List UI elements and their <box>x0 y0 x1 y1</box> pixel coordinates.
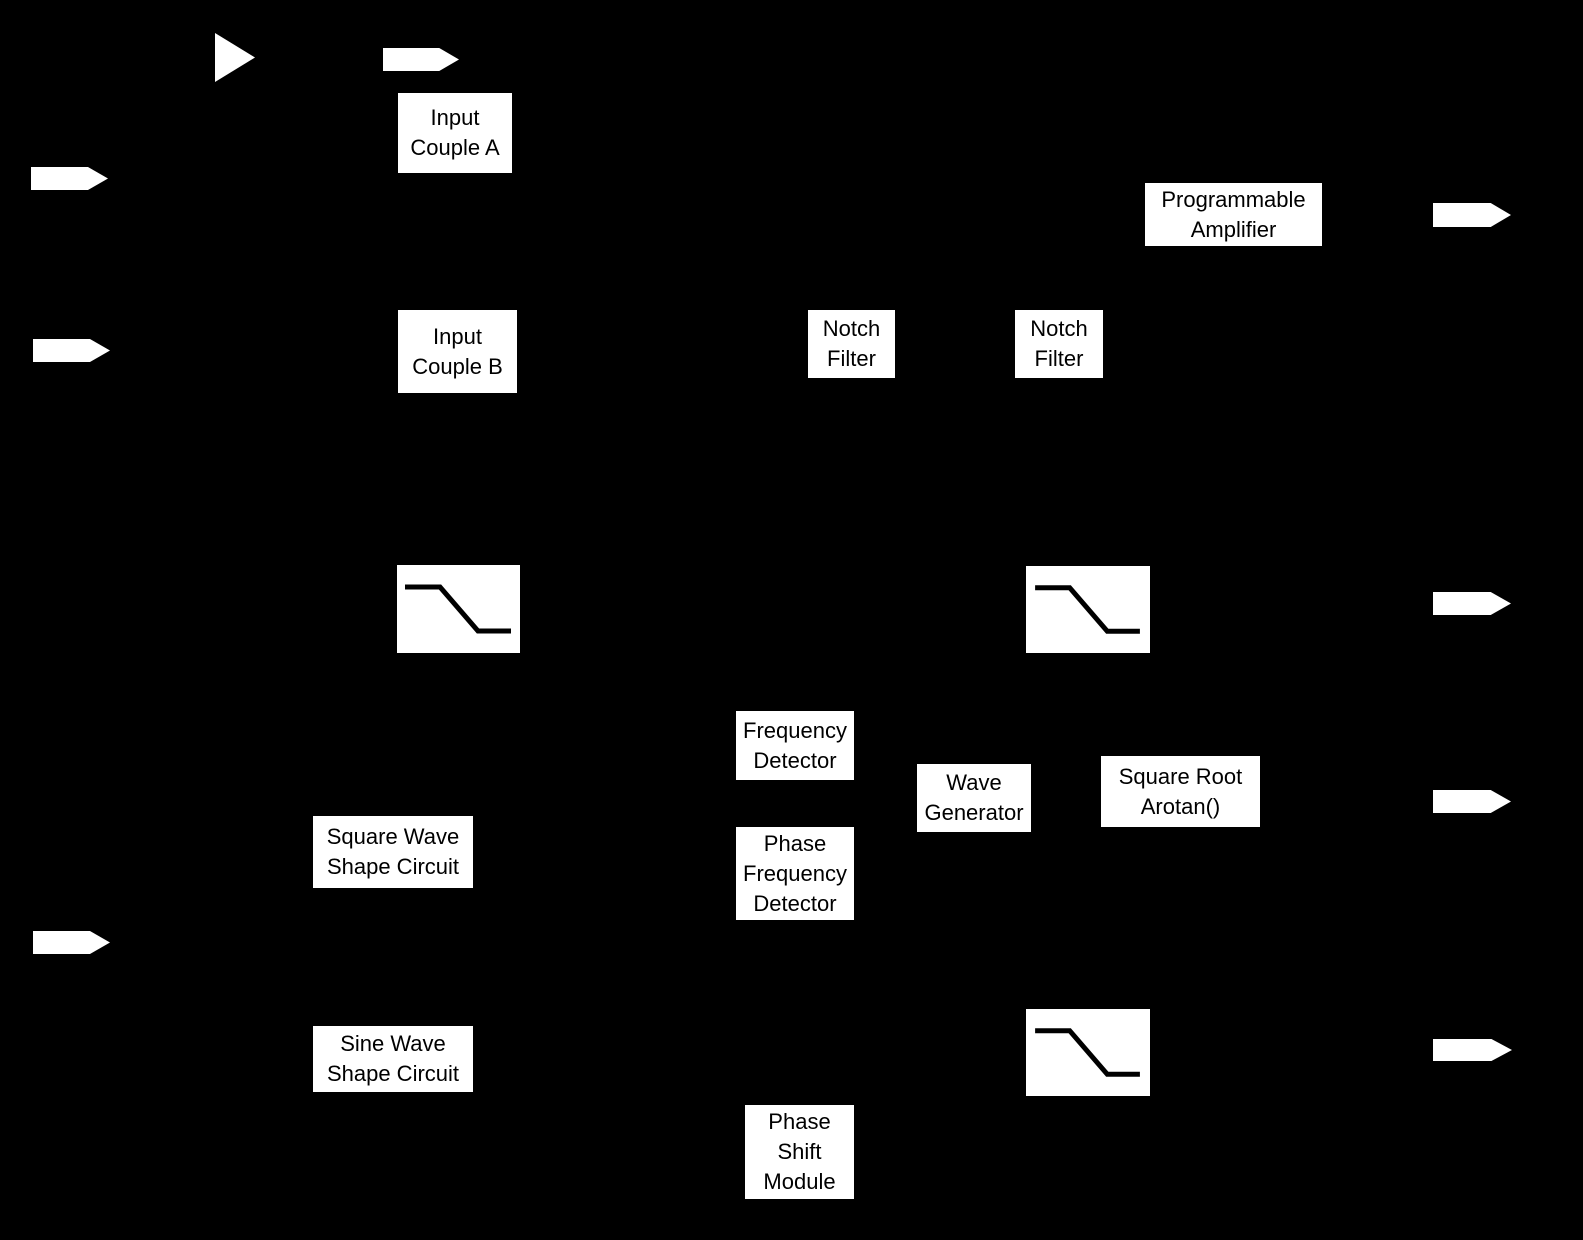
block-programmable-amplifier: Programmable Amplifier <box>1145 183 1322 246</box>
block-input-couple-a: Input Couple A <box>398 93 512 173</box>
block-phase-frequency-detector: Phase Frequency Detector <box>736 827 854 920</box>
block-label: Sine Wave Shape Circuit <box>326 1031 460 1086</box>
block-square-wave-shape-circuit: Square Wave Shape Circuit <box>313 816 473 888</box>
block-sine-wave-shape-circuit: Sine Wave Shape Circuit <box>313 1026 473 1092</box>
block-notch-filter-1: Notch Filter <box>808 310 895 378</box>
block-label: Input Couple A <box>410 105 500 160</box>
low-pass-filter-icon <box>397 565 520 653</box>
block-wave-generator: Wave Generator <box>917 764 1031 832</box>
output-arrow-2-icon <box>1433 592 1511 615</box>
output-arrow-4-icon <box>1433 1039 1512 1061</box>
block-label: Wave Generator <box>924 770 1024 825</box>
output-arrow-1-icon <box>1433 203 1511 227</box>
low-pass-curve-icon <box>1035 585 1140 634</box>
low-pass-filter-icon <box>1026 1009 1150 1096</box>
low-pass-filter-icon <box>1026 566 1150 653</box>
block-label: Notch Filter <box>822 316 881 371</box>
block-label: Input Couple B <box>412 323 503 379</box>
block-frequency-detector: Frequency Detector <box>736 711 854 780</box>
block-notch-filter-2: Notch Filter <box>1015 310 1103 378</box>
input-arrow-2-icon <box>33 339 110 362</box>
block-label: Phase Frequency Detector <box>743 830 847 916</box>
block-label: Square Root Arotan() <box>1118 763 1243 819</box>
input-arrow-1-icon <box>31 167 108 190</box>
low-pass-curve-icon <box>1035 1028 1140 1077</box>
block-label: Square Wave Shape Circuit <box>326 824 460 879</box>
low-pass-curve-icon <box>405 584 511 634</box>
block-label: Programmable Amplifier <box>1161 186 1306 242</box>
block-square-root-arctan: Square Root Arotan() <box>1101 756 1260 827</box>
block-label: Phase Shift Module <box>763 1109 836 1194</box>
block-input-couple-b: Input Couple B <box>398 310 517 393</box>
block-phase-shift-module: Phase Shift Module <box>745 1105 854 1199</box>
input-arrow-3-icon <box>33 931 110 954</box>
block-label: Frequency Detector <box>743 717 847 773</box>
output-arrow-3-icon <box>1433 790 1511 813</box>
amplifier-triangle-icon <box>215 33 255 82</box>
block-label: Notch Filter <box>1030 316 1088 371</box>
signal-arrow-top-icon <box>383 48 459 71</box>
